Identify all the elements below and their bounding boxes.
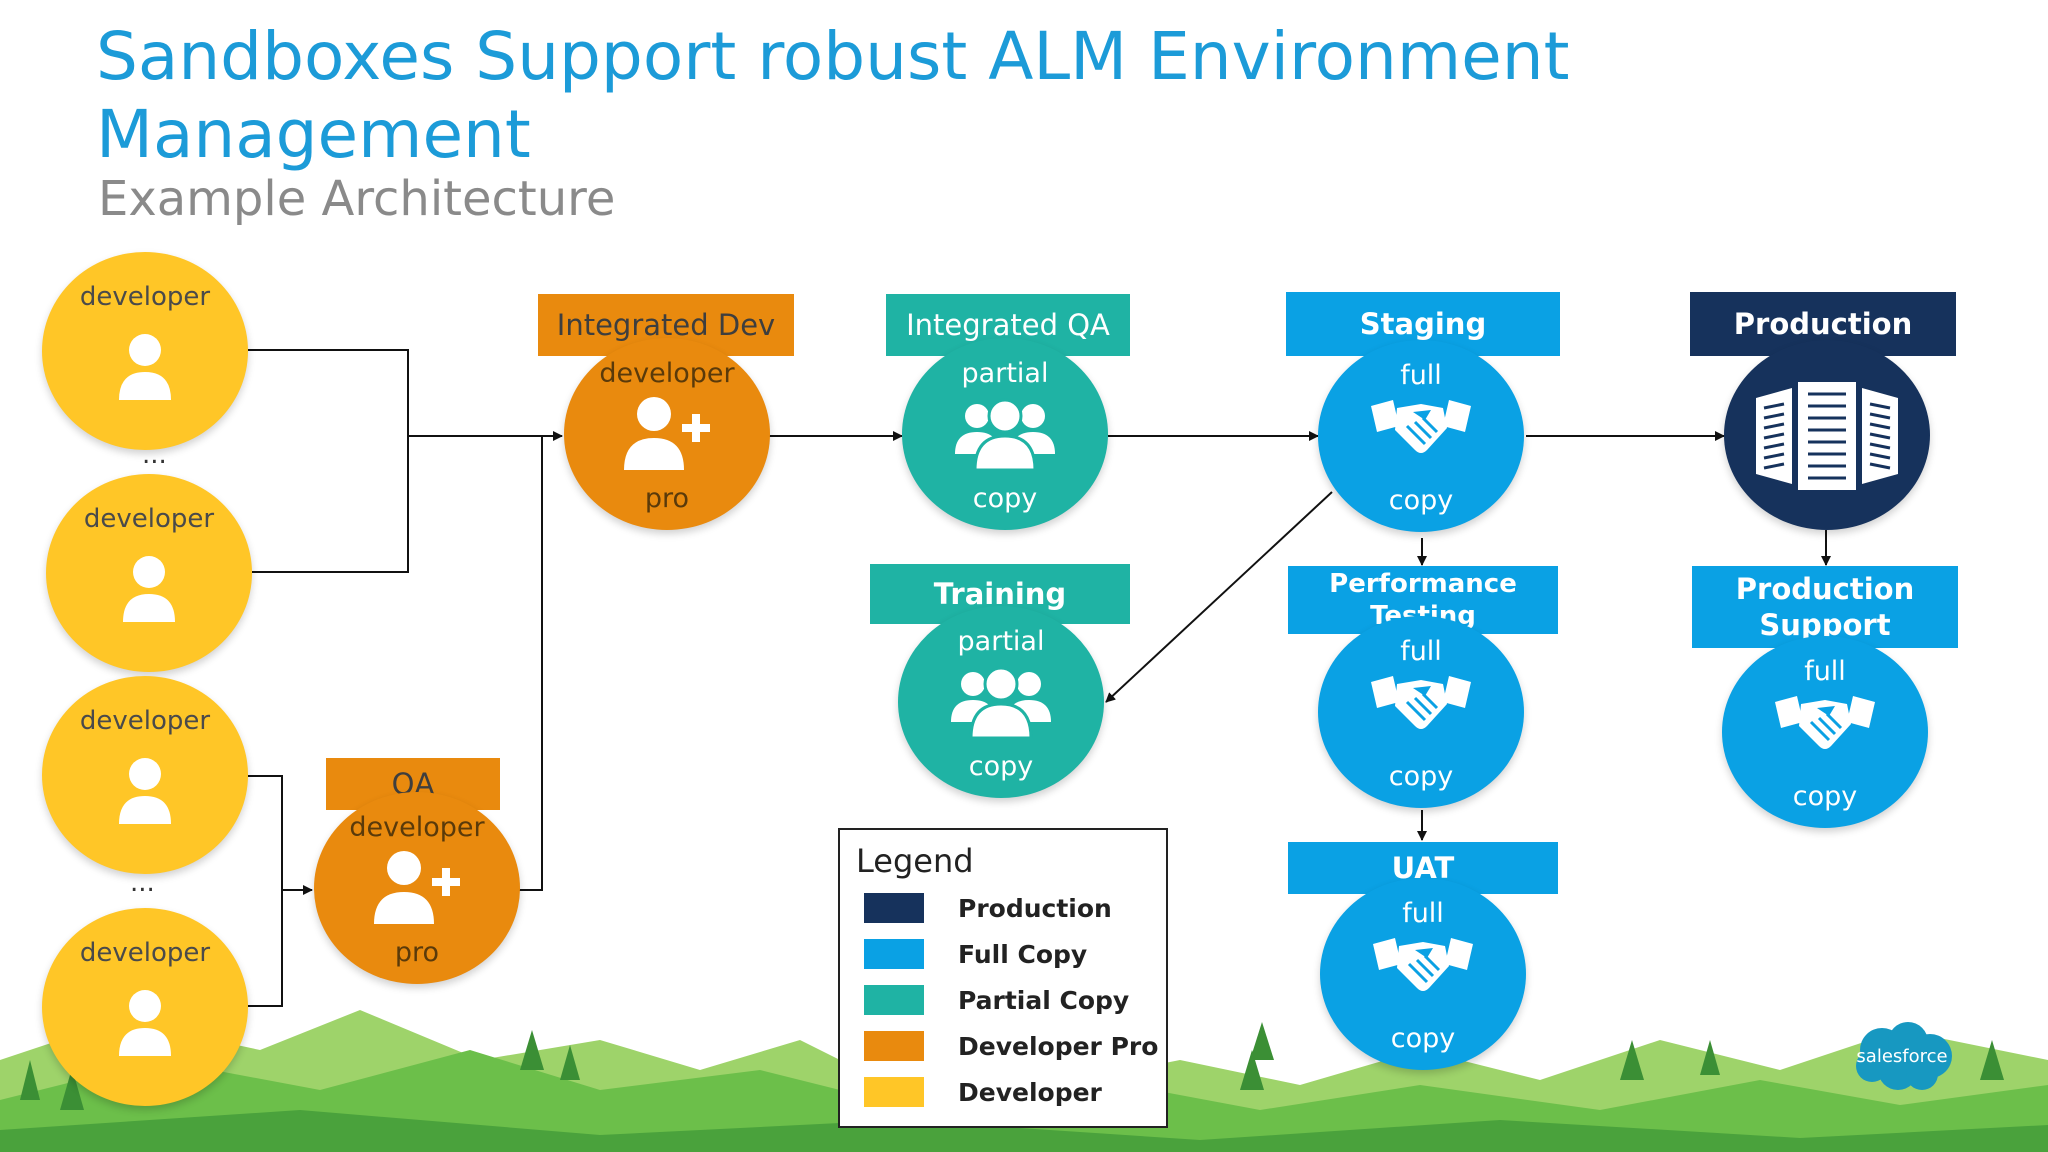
legend-item-developer-pro: Developer Pro [864, 1030, 1158, 1062]
dev2-connector [252, 436, 409, 573]
group-icon [955, 398, 1055, 470]
training-type: partial [957, 626, 1045, 657]
production-support-circle: full copy [1722, 636, 1928, 828]
building-icon [1756, 382, 1898, 490]
person-icon [119, 758, 171, 824]
developer-label: developer [79, 282, 211, 312]
person-icon [123, 556, 175, 622]
uat-type: full [1402, 898, 1444, 929]
legend-label: Partial Copy [958, 985, 1130, 1015]
handshake-icon [1371, 676, 1471, 729]
uat-subtype: copy [1390, 1023, 1456, 1054]
integrated-dev-type: developer [599, 358, 735, 389]
integrated-qa-circle: partial copy [902, 338, 1108, 530]
legend: Legend Production Full Copy Partial Copy… [838, 828, 1168, 1128]
ellipsis: ... [142, 440, 167, 470]
production-circle [1724, 340, 1930, 530]
integrated-dev-header: Integrated Dev [538, 294, 794, 356]
production-support-type: full [1804, 656, 1846, 687]
handshake-icon [1373, 938, 1473, 991]
dev1-connector [248, 349, 409, 436]
qa-subtype: pro [394, 937, 440, 968]
ellipsis: ... [130, 868, 155, 898]
integrated-dev-circle: developer pro [564, 338, 770, 530]
person-icon [119, 334, 171, 400]
legend-label: Full Copy [958, 939, 1088, 969]
legend-swatch [864, 1031, 924, 1061]
integrated-dev-subtype: pro [644, 483, 690, 514]
developer-label: developer [79, 706, 211, 736]
legend-item-full-copy: Full Copy [864, 938, 1087, 970]
slide-subtitle: Example Architecture [98, 171, 616, 227]
production-support-subtype: copy [1792, 781, 1858, 812]
uat-circle: full copy [1320, 878, 1526, 1070]
dev4-connector [248, 890, 283, 1007]
slide-title: Sandboxes Support robust ALM Environment… [96, 18, 1570, 173]
legend-swatch [864, 893, 924, 923]
performance-testing-type: full [1400, 636, 1442, 667]
legend-swatch [864, 985, 924, 1015]
legend-swatch [864, 1077, 924, 1107]
legend-label: Developer Pro [958, 1031, 1159, 1061]
dev3-connector [248, 775, 283, 890]
performance-testing-circle: full copy [1318, 616, 1524, 808]
salesforce-logo: salesforce [1848, 1020, 1956, 1096]
group-icon [951, 666, 1051, 738]
developer-circle-3: developer [42, 676, 248, 874]
staging-type: full [1400, 360, 1442, 391]
handshake-icon [1371, 400, 1471, 453]
qa-type: developer [349, 812, 485, 843]
qa-to-integrated-dev [518, 436, 543, 891]
developer-label: developer [79, 938, 211, 968]
integrated-qa-subtype: copy [972, 483, 1038, 514]
qa-circle: developer pro [314, 792, 520, 984]
salesforce-logo-text: salesforce [1856, 1046, 1948, 1067]
developer-circle-1: developer [42, 252, 248, 450]
developer-label: developer [83, 504, 215, 534]
training-circle: partial copy [898, 606, 1104, 798]
integrated-qa-type: partial [961, 358, 1049, 389]
person-icon [119, 990, 171, 1056]
add-user-icon [624, 397, 710, 470]
legend-label: Production [958, 893, 1112, 923]
handshake-icon [1775, 696, 1875, 749]
developer-circle-4: developer [42, 908, 248, 1106]
integrated-qa-header: Integrated QA [886, 294, 1130, 356]
performance-testing-subtype: copy [1388, 761, 1454, 792]
staging-to-training [1105, 491, 1333, 703]
legend-item-partial-copy: Partial Copy [864, 984, 1129, 1016]
legend-swatch [864, 939, 924, 969]
legend-item-production: Production [864, 892, 1112, 924]
staging-subtype: copy [1388, 485, 1454, 516]
developer-circle-2: developer [46, 474, 252, 672]
legend-title: Legend [856, 842, 974, 880]
legend-item-developer: Developer [864, 1076, 1102, 1108]
staging-circle: full copy [1318, 340, 1524, 532]
training-subtype: copy [968, 751, 1034, 782]
legend-label: Developer [958, 1077, 1102, 1107]
add-user-icon [374, 851, 460, 924]
production-support-header: Production Support [1692, 566, 1958, 648]
